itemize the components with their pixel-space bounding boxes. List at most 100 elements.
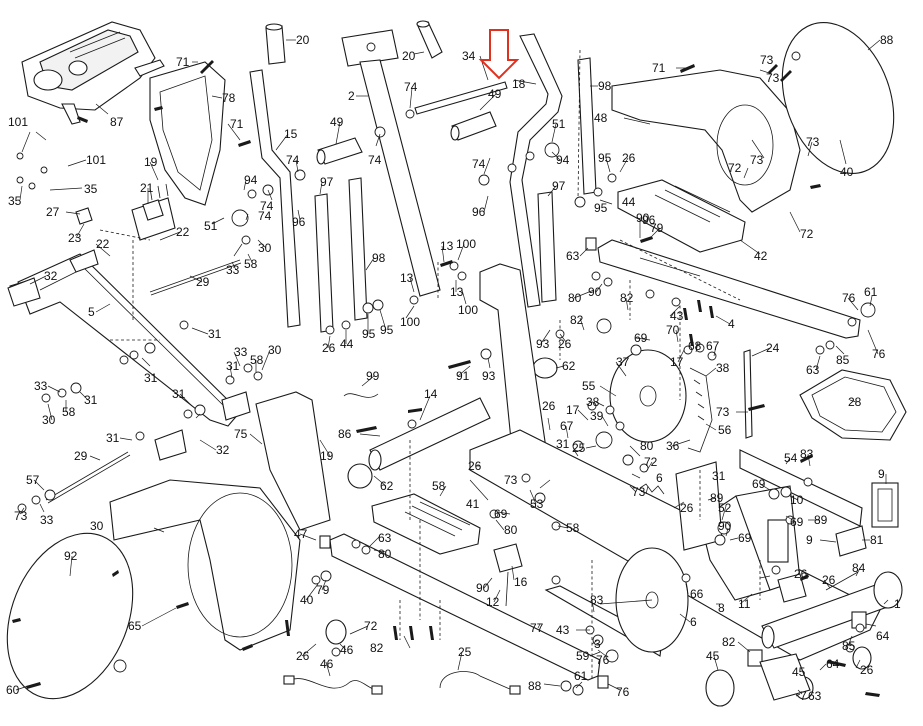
part-label: 28 <box>848 395 862 409</box>
part-label: 31 <box>208 327 222 341</box>
strip-24 <box>743 349 753 439</box>
part-label: 1 <box>894 597 901 611</box>
hardware-pieces <box>12 60 880 697</box>
part-label: 34 <box>462 49 476 63</box>
part-label: 76 <box>616 685 630 699</box>
disc-40-left <box>6 532 134 700</box>
cap-46 <box>747 611 867 667</box>
part-label: 26 <box>622 151 636 165</box>
part-label: 29 <box>74 449 88 463</box>
part-label: 74 <box>258 209 272 223</box>
end-cap-64-a <box>873 571 903 609</box>
bracket-60 <box>759 653 811 701</box>
part-label: 29 <box>196 275 210 289</box>
part-label: 62 <box>562 359 576 373</box>
part-label: 11 <box>738 597 751 611</box>
part-label: 84 <box>852 561 866 575</box>
part-label: 31 <box>106 431 120 445</box>
part-label: 90 <box>476 581 490 595</box>
part-label: 94 <box>556 153 570 167</box>
part-label: 21 <box>140 181 154 195</box>
part-label: 100 <box>400 315 420 329</box>
part-label: 26 <box>794 567 808 581</box>
part-label: 95 <box>362 327 376 341</box>
part-label: 58 <box>244 257 258 271</box>
part-label: 30 <box>258 241 272 255</box>
part-label: 41 <box>466 497 480 511</box>
part-label: 58 <box>250 353 264 367</box>
roller-62-a <box>532 357 558 379</box>
part-label: 73 <box>504 473 518 487</box>
rod-34 <box>414 81 508 115</box>
part-label: 18 <box>512 77 526 91</box>
part-label: 98 <box>598 79 612 93</box>
part-label: 20 <box>402 49 416 63</box>
part-label: 74 <box>286 153 300 167</box>
part-label: 42 <box>754 249 768 263</box>
shroud-75 <box>255 391 331 531</box>
part-label: 96 <box>642 213 656 227</box>
part-label: 82 <box>620 291 634 305</box>
part-label: 71 <box>652 61 666 75</box>
tube-97-a <box>314 193 334 333</box>
part-label: 35 <box>8 194 22 208</box>
part-label: 12 <box>486 595 500 609</box>
part-label: 30 <box>90 519 104 533</box>
part-label: 56 <box>718 423 732 437</box>
part-label: 90 <box>718 519 732 533</box>
part-label: 72 <box>644 455 658 469</box>
part-label: 87 <box>110 115 124 129</box>
shroud-48 <box>611 69 801 213</box>
part-label: 67 <box>706 339 720 353</box>
part-label: 26 <box>680 501 694 515</box>
main-frame-1 <box>469 263 881 661</box>
part-label: 31 <box>84 393 98 407</box>
part-label: 73 <box>806 135 820 149</box>
part-label: 76 <box>872 347 886 361</box>
part-label: 77 <box>530 621 544 635</box>
foam-grip-49-b <box>450 111 497 141</box>
part-label: 73 <box>716 405 730 419</box>
down-arrow-icon <box>478 29 520 80</box>
part-label: 31 <box>144 371 158 385</box>
upright-arm-15 <box>249 69 301 328</box>
part-label: 67 <box>560 419 574 433</box>
part-label: 52 <box>718 501 732 515</box>
part-label: 63 <box>806 363 820 377</box>
part-label: 100 <box>458 303 478 317</box>
bracket-21 <box>75 183 176 241</box>
part-label: 26 <box>296 649 310 663</box>
part-label: 49 <box>488 87 502 101</box>
tube-98-b <box>577 57 597 195</box>
part-label: 31 <box>226 359 240 373</box>
part-label: 73 <box>760 53 774 67</box>
assembly-guide-lines <box>99 49 761 680</box>
leader-lines <box>15 39 889 697</box>
part-number-labels: 20 20 34 18 98 71 88 71 78 2 74 49 87 10… <box>6 33 901 703</box>
magnet-56 <box>687 367 713 453</box>
roller-62-b <box>347 463 373 489</box>
part-label: 69 <box>634 331 648 345</box>
part-label: 20 <box>296 33 310 47</box>
part-label: 27 <box>46 205 60 219</box>
part-label: 26 <box>468 459 482 473</box>
part-label: 44 <box>622 195 636 209</box>
part-label: 82 <box>570 313 584 327</box>
part-label: 19 <box>144 155 158 169</box>
part-label: 86 <box>338 427 352 441</box>
part-label: 46 <box>340 643 354 657</box>
part-label: 95 <box>594 201 608 215</box>
part-label: 89 <box>814 513 828 527</box>
part-label: 13 <box>450 285 464 299</box>
console-87 <box>21 21 165 125</box>
part-label: 79 <box>650 221 664 235</box>
part-label: 98 <box>372 251 386 265</box>
part-label: 7 <box>800 689 807 703</box>
wire-harness-25 <box>283 675 383 695</box>
part-label: 76 <box>596 653 610 667</box>
part-label: 63 <box>808 689 822 703</box>
part-label: 82 <box>722 635 736 649</box>
part-label: 91 <box>456 369 470 383</box>
part-label: 61 <box>864 285 878 299</box>
part-label: 31 <box>556 437 570 451</box>
